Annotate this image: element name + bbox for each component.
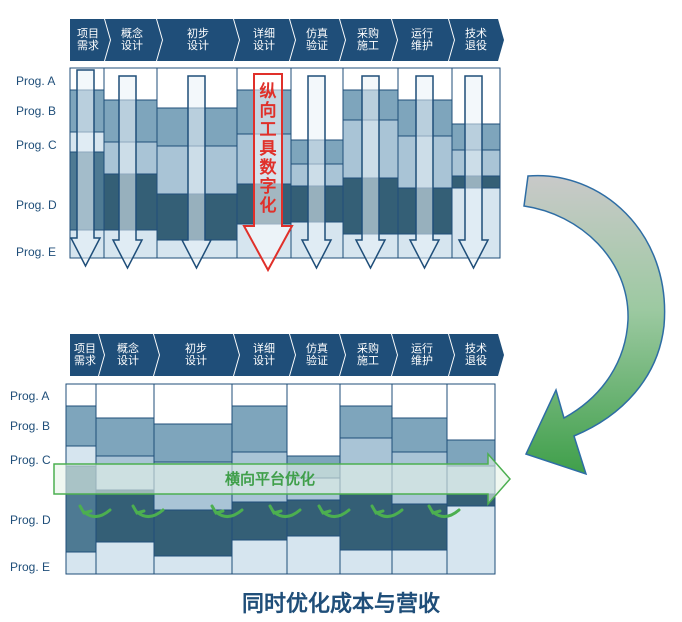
vertical-arrow-3 [180,75,213,270]
bottom-phase-3: 初步设计 [185,343,207,367]
bottom-phase-chevrons [70,334,504,376]
vertical-arrow-4-highlight [242,73,294,273]
top-phase-2: 概念设计 [121,28,143,52]
bottom-phase-4: 详细设计 [253,343,275,367]
vertical-arrow-1 [69,69,102,268]
top-phase-5: 仿真验证 [306,28,328,52]
top-row-label-e: Prog. E [16,245,57,259]
small-curved-arrows [78,504,461,518]
top-row-label-a: Prog. A [16,74,56,88]
bottom-phase-6: 采购施工 [357,343,379,367]
top-row-label-d: Prog. D [16,198,57,212]
top-phase-1: 项目需求 [77,28,99,52]
horizontal-platform-optimization-label: 横向平台优化 [224,471,315,488]
bottom-row-label-a: Prog. A [10,389,50,403]
bottom-row-label-b: Prog. B [10,419,51,433]
bottom-phase-7: 运行维护 [411,343,433,367]
top-phase-chevrons [70,19,504,61]
vertical-arrow-8 [457,75,490,270]
bottom-phase-8: 技术退役 [465,343,487,367]
vertical-arrow-7 [408,75,441,270]
top-row-label-c: Prog. C [16,138,57,152]
bottom-phase-1: 项目需求 [74,343,96,367]
top-phase-3: 初步设计 [187,28,209,52]
vertical-arrow-5 [300,75,333,270]
vertical-arrow-2 [111,75,144,270]
top-phase-4: 详细设计 [253,28,275,52]
vertical-tool-digitization-label: 纵向工具数字化 [259,82,277,215]
top-row-label-b: Prog. B [16,104,57,118]
top-phase-7: 运行维护 [411,28,433,52]
bottom-row-label-d: Prog. D [10,513,51,527]
bottom-phase-2: 概念设计 [117,343,139,367]
bottom-row-label-c: Prog. C [10,453,51,467]
bottom-phase-5: 仿真验证 [306,343,328,367]
top-phase-8: 技术退役 [465,28,487,52]
top-program-grid [69,67,501,273]
vertical-arrow-6 [354,75,387,270]
summary-caption: 同时优化成本与营收 [241,591,440,616]
top-phase-6: 采购施工 [357,28,379,52]
horizontal-platform-arrow [53,452,511,506]
bottom-row-label-e: Prog. E [10,560,51,574]
